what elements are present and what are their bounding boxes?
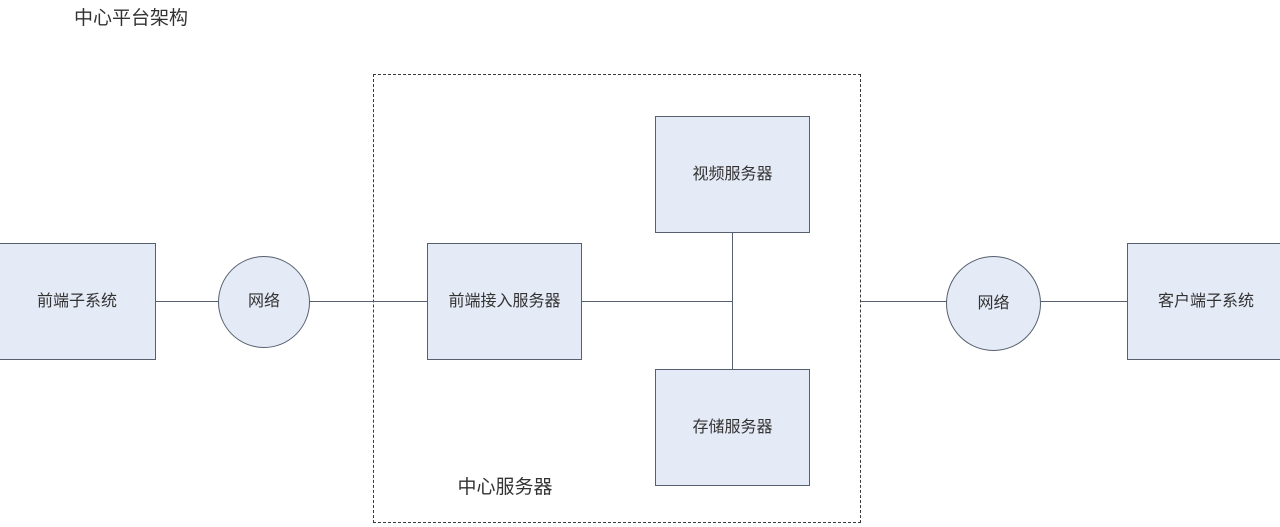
node-frontend-access-server[interactable]: 前端接入服务器 (427, 243, 582, 360)
node-frontend-subsystem[interactable]: 前端子系统 (0, 243, 156, 360)
group-label-central-server: 中心服务器 (457, 477, 553, 498)
node-video-server[interactable]: 视频服务器 (655, 116, 810, 233)
edge-trunk-video-storage (732, 232, 733, 370)
node-network-left[interactable]: 网络 (218, 256, 310, 348)
node-label-storage-server: 存储服务器 (692, 418, 773, 436)
page-title: 中心平台架构 (74, 8, 189, 29)
edge-frontend-subsystem-to-network-left (155, 301, 219, 302)
group-container-central-server (373, 74, 861, 523)
node-label-network-right: 网络 (977, 294, 1010, 312)
node-label-client-subsystem: 客户端子系统 (1157, 292, 1254, 310)
node-client-subsystem[interactable]: 客户端子系统 (1127, 243, 1280, 360)
node-label-network-left: 网络 (247, 293, 280, 310)
node-network-right[interactable]: 网络 (946, 256, 1041, 351)
node-storage-server[interactable]: 存储服务器 (655, 369, 810, 486)
edge-network-left-to-central-server (309, 301, 428, 302)
node-label-video-server: 视频服务器 (692, 165, 773, 183)
edge-central-server-to-network-right (861, 301, 947, 302)
node-label-frontend-subsystem: 前端子系统 (36, 292, 117, 310)
edge-network-right-to-client-subsystem (1040, 301, 1128, 302)
edge-frontend-access-server-to-trunk (581, 301, 733, 302)
node-label-frontend-access-server: 前端接入服务器 (448, 292, 561, 310)
